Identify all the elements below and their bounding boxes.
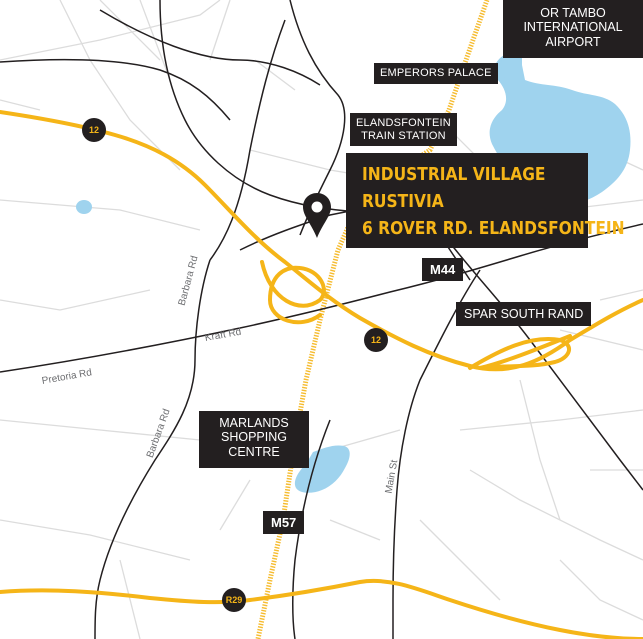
marlands-lake bbox=[294, 445, 350, 493]
route-12-west-badge: 12 bbox=[82, 118, 106, 142]
destination-name: INDUSTRIAL VILLAGE bbox=[362, 164, 546, 185]
highway-n12 bbox=[0, 110, 643, 372]
route-12-east-badge: 12 bbox=[364, 328, 388, 352]
highways bbox=[0, 110, 643, 639]
map-pin-icon[interactable] bbox=[303, 193, 331, 238]
interchange-east bbox=[468, 334, 572, 370]
label-marlands-shopping-centre: MARLANDS SHOPPING CENTRE bbox=[199, 411, 309, 468]
route-r29-badge: R29 bbox=[222, 588, 246, 612]
road-barbara-north bbox=[209, 19, 286, 261]
highway-r29 bbox=[0, 578, 643, 639]
road-barbara bbox=[94, 259, 211, 639]
route-m57-label: M57 bbox=[263, 511, 305, 534]
label-spar-south-rand: SPAR SOUTH RAND bbox=[456, 302, 592, 327]
destination-address: 6 ROVER RD. ELANDSFONTEIN bbox=[362, 218, 625, 239]
road-south bbox=[292, 419, 331, 639]
interchange-west bbox=[260, 260, 326, 325]
label-airport: OR TAMBO INTERNATIONAL AIRPORT bbox=[503, 0, 643, 58]
railway-line bbox=[255, 0, 490, 639]
label-train-station: ELANDSFONTEIN TRAIN STATION bbox=[350, 113, 457, 147]
label-emperors-palace: EMPERORS PALACE bbox=[374, 63, 498, 84]
small-pond bbox=[76, 200, 92, 214]
road-main-st bbox=[392, 269, 481, 639]
route-m44-label: M44 bbox=[422, 258, 464, 281]
road-se-diagonal bbox=[439, 229, 643, 491]
road-curve-station bbox=[99, 9, 321, 86]
destination-subname: RUSTIVIA bbox=[362, 191, 444, 212]
airport-pond bbox=[501, 51, 522, 82]
road-nw bbox=[0, 58, 231, 121]
destination-label: INDUSTRIAL VILLAGE RUSTIVIA 6 ROVER RD. … bbox=[346, 153, 625, 248]
